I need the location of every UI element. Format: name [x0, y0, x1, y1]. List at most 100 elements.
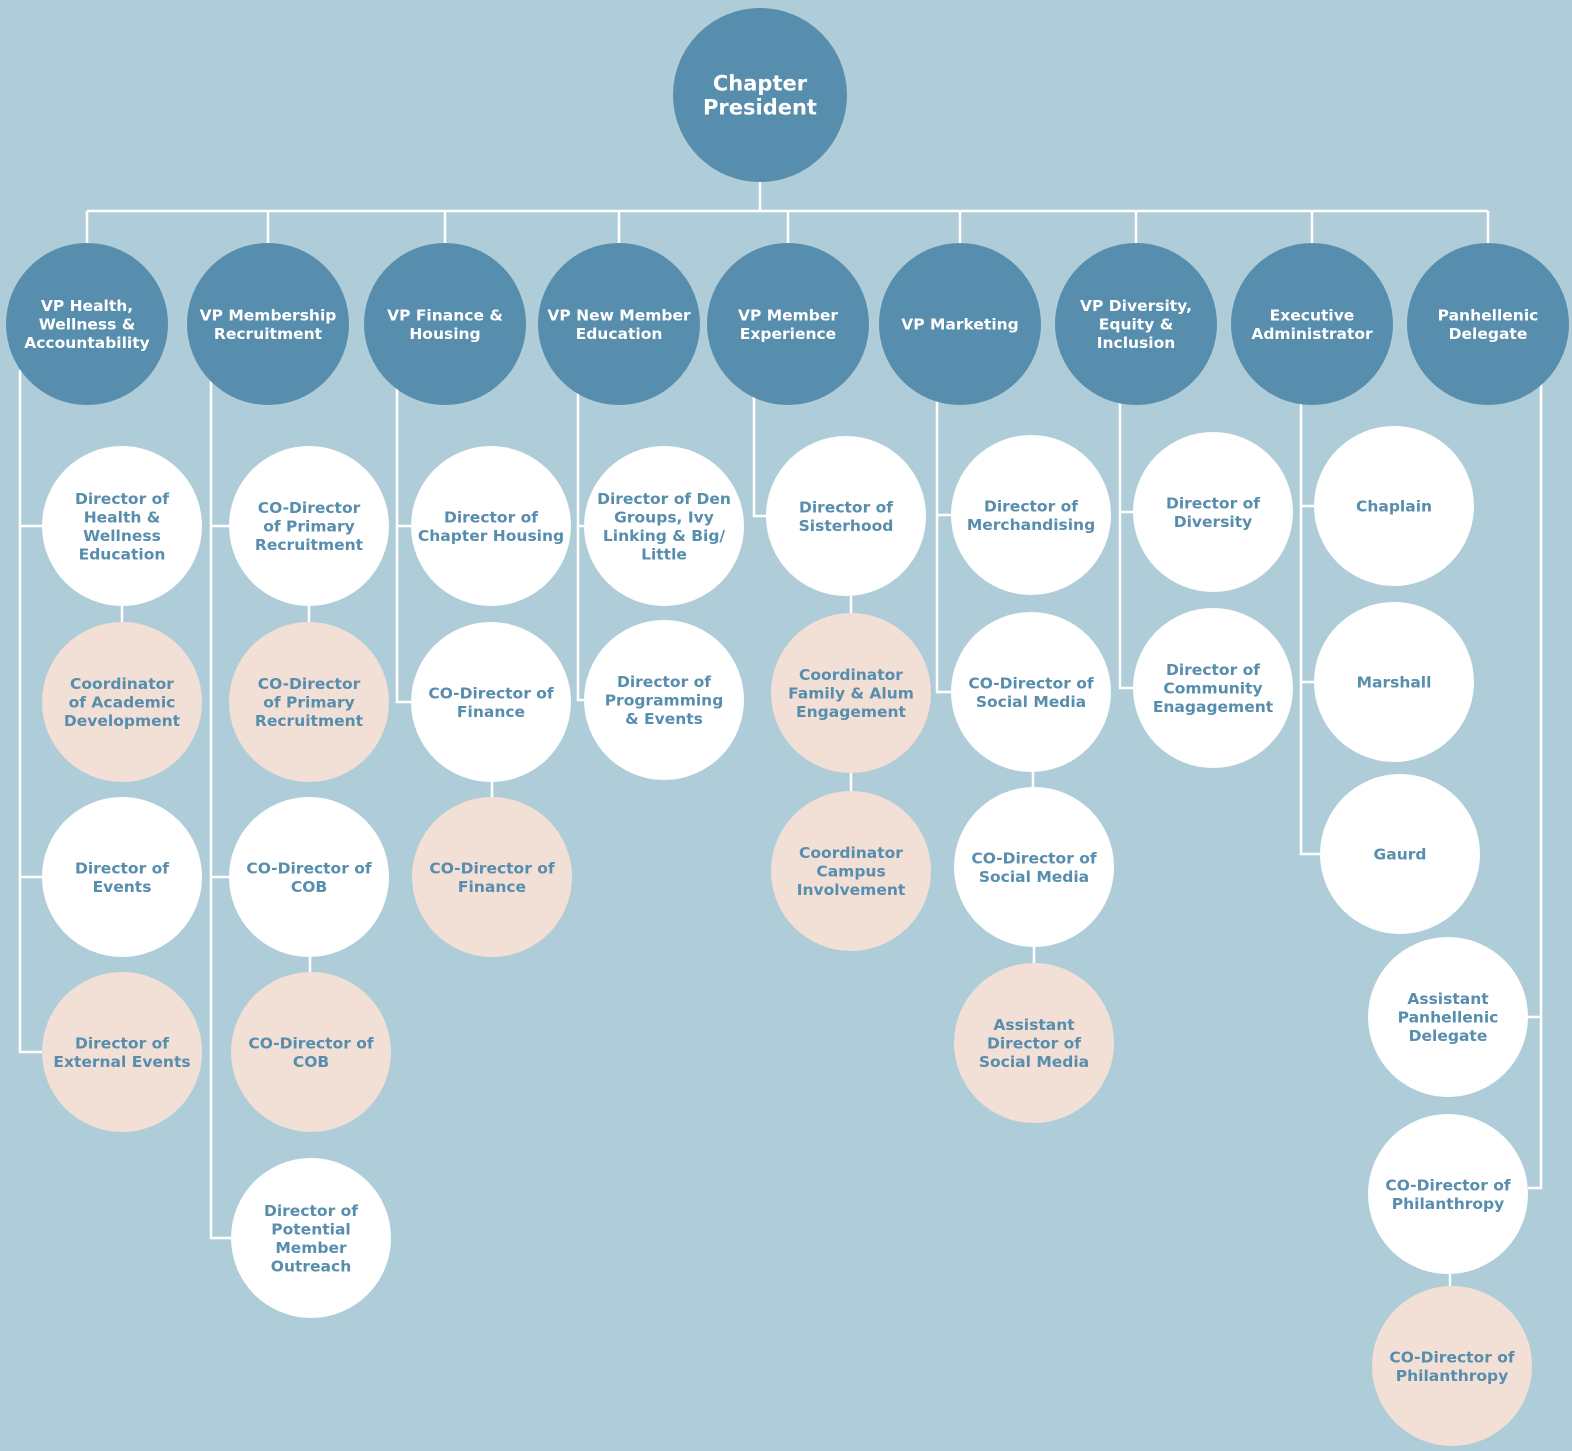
- director-node-label: Community: [1163, 680, 1262, 698]
- director-node-circle: [1368, 937, 1528, 1097]
- director-node-label: Enagagement: [1153, 698, 1274, 716]
- director-node-label: Director of Den: [597, 490, 731, 508]
- coordinator-node-label: Coordinator: [799, 666, 903, 684]
- vp-node-label: Accountability: [24, 334, 150, 352]
- director-node-label: Social Media: [979, 868, 1089, 886]
- connector-line: [1528, 380, 1543, 1190]
- director-node-label: Little: [641, 545, 687, 563]
- director-node-circle: [229, 446, 389, 606]
- vp-node-circle: [879, 243, 1041, 405]
- coordinator-node-label: CO-Director of: [248, 1034, 374, 1052]
- coordinator-node-circle: [1372, 1286, 1532, 1446]
- vp-node: VP Finance &Housing: [364, 243, 526, 405]
- director-node-label: Groups, Ivy: [614, 508, 714, 526]
- director-node-circle: [766, 436, 926, 596]
- vp-node: VP Diversity,Equity &Inclusion: [1055, 243, 1217, 405]
- connector-line: [1118, 390, 1133, 690]
- director-node-label: Chaplain: [1356, 498, 1432, 516]
- director-node-circle: [954, 787, 1114, 947]
- director-node-label: CO-Director of: [971, 849, 1097, 867]
- vp-node-label: Panhellenic: [1438, 306, 1539, 324]
- coordinator-node-circle: [771, 613, 931, 773]
- director-node-label: Marshall: [1357, 674, 1432, 692]
- director-node-label: Assistant: [1407, 990, 1489, 1008]
- connector-line: [395, 380, 411, 704]
- director-node-label: Recruitment: [255, 536, 364, 554]
- director-node-label: Merchandising: [967, 516, 1095, 534]
- director-node-label: Director of: [264, 1202, 358, 1220]
- connector-line: [1299, 400, 1320, 856]
- vp-node: VP Marketing: [879, 243, 1041, 405]
- vp-node-label: VP Diversity,: [1080, 297, 1192, 315]
- coordinator-node-circle: [771, 791, 931, 951]
- director-node-label: Director of: [799, 498, 893, 516]
- director-node-circle: [951, 612, 1111, 772]
- vp-node-circle: [538, 243, 700, 405]
- vp-node-circle: [1055, 243, 1217, 405]
- director-node-label: COB: [291, 878, 327, 896]
- coordinator-node-label: Development: [64, 712, 181, 730]
- coordinator-node-label: CO-Director of: [1389, 1348, 1515, 1366]
- director-node: Chaplain: [1314, 426, 1474, 586]
- connector-line: [752, 390, 766, 518]
- director-node-label: CO-Director of: [428, 684, 554, 702]
- director-node-label: & Events: [625, 710, 703, 728]
- director-node-circle: [42, 446, 202, 606]
- director-node-circle: [1368, 1114, 1528, 1274]
- director-node-circle: [584, 446, 744, 606]
- coordinator-node-label: Director of: [75, 1034, 169, 1052]
- vp-node-label: Experience: [740, 325, 836, 343]
- director-node-circle: [411, 622, 571, 782]
- vp-node-circle: [6, 243, 168, 405]
- vp-node-label: Recruitment: [214, 325, 323, 343]
- vp-node-circle: [707, 243, 869, 405]
- coordinator-node-circle: [412, 797, 572, 957]
- director-node-label: Gaurd: [1374, 846, 1427, 864]
- director-node-label: CO-Director of: [1385, 1176, 1511, 1194]
- director-node-label: Director of: [75, 490, 169, 508]
- chapter-president-node-label: President: [703, 96, 817, 120]
- connector-lines: [18, 182, 1543, 1286]
- coordinator-node-circle: [229, 622, 389, 782]
- vp-node-circle: [1407, 243, 1569, 405]
- connector-line: [18, 370, 42, 1054]
- chapter-president-node-circle: [673, 8, 847, 182]
- vp-node-label: VP Marketing: [901, 316, 1019, 334]
- director-node-label: CO-Director: [258, 499, 361, 517]
- director-node-label: Wellness: [83, 527, 161, 545]
- director-node-label: Director of: [444, 508, 538, 526]
- director-node-label: Programming: [605, 692, 724, 710]
- coordinator-node-label: Assistant: [993, 1016, 1075, 1034]
- coordinator-node-label: Involvement: [797, 881, 906, 899]
- director-node: Marshall: [1314, 602, 1474, 762]
- director-node-circle: [1314, 602, 1474, 762]
- director-node-label: Linking & Big/: [603, 527, 726, 545]
- coordinator-node-label: of Academic: [69, 694, 176, 712]
- director-node-circle: [951, 435, 1111, 595]
- vp-node-label: Delegate: [1449, 325, 1528, 343]
- coordinator-node-label: External Events: [53, 1053, 190, 1071]
- vp-node-label: Housing: [409, 325, 480, 343]
- vp-node-circle: [187, 243, 349, 405]
- director-node-circle: [1133, 608, 1293, 768]
- coordinator-node-label: CO-Director: [258, 675, 361, 693]
- director-node-label: Outreach: [271, 1257, 351, 1275]
